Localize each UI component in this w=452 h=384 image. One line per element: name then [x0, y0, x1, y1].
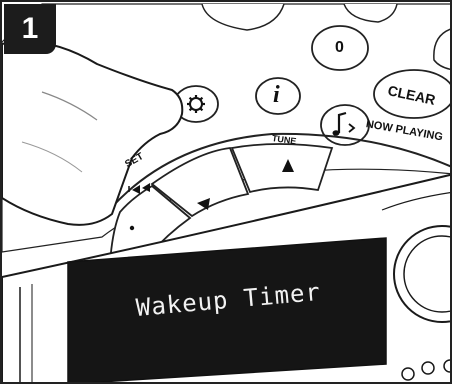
small-knob[interactable]: [422, 362, 434, 374]
now-playing-button[interactable]: [321, 105, 369, 145]
zero-button-label: 0: [335, 39, 344, 57]
step-number-badge: 1: [4, 4, 56, 54]
small-knob[interactable]: [444, 360, 452, 372]
up-cursor-button[interactable]: [232, 144, 332, 192]
small-knob[interactable]: [402, 368, 414, 380]
button-dot: [130, 226, 134, 230]
info-icon: i: [273, 82, 280, 109]
